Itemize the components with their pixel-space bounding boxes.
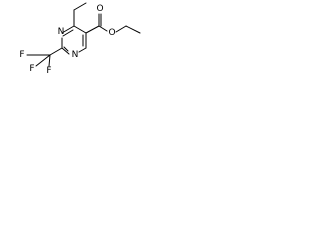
atom-f-bottom: F: [46, 66, 51, 76]
atom-f-lower-left: F: [29, 64, 34, 74]
atom-o-carbonyl: O: [96, 4, 103, 14]
bond-n1-c4: [61, 25, 75, 34]
pyrimidine-ring: [61, 25, 87, 55]
ester-group: [85, 13, 141, 34]
bond-cf3-f-bottom: [48, 54, 51, 67]
bond-carbonyl-o-ester: [98, 25, 108, 32]
atom-f-left: F: [19, 50, 24, 60]
trifluoromethyl-group: [26, 47, 63, 67]
bond-c5-carbonyl: [85, 25, 100, 34]
atom-o-ester: O: [108, 28, 115, 38]
atom-n-lower: N: [72, 50, 79, 60]
bond-c6-n3: [78, 47, 87, 53]
bond-cf3-f-lower-left: [35, 54, 51, 67]
bond-n3-c2: [61, 47, 70, 55]
bond-n3-c2-inner: [63, 46, 69, 52]
bond-n1-c4-inner: [62, 29, 74, 37]
bond-ethyl-terminal: [125, 25, 141, 34]
ethyl-group: [73, 2, 87, 27]
bond-ch2-ch3: [73, 2, 87, 11]
molecule-structure: N N O O F F F: [19, 2, 141, 76]
bond-o-ch2: [115, 25, 127, 33]
atom-n-upper: N: [58, 27, 65, 37]
bond-c2-cf3: [49, 47, 63, 56]
bond-c4-c5: [73, 25, 87, 34]
